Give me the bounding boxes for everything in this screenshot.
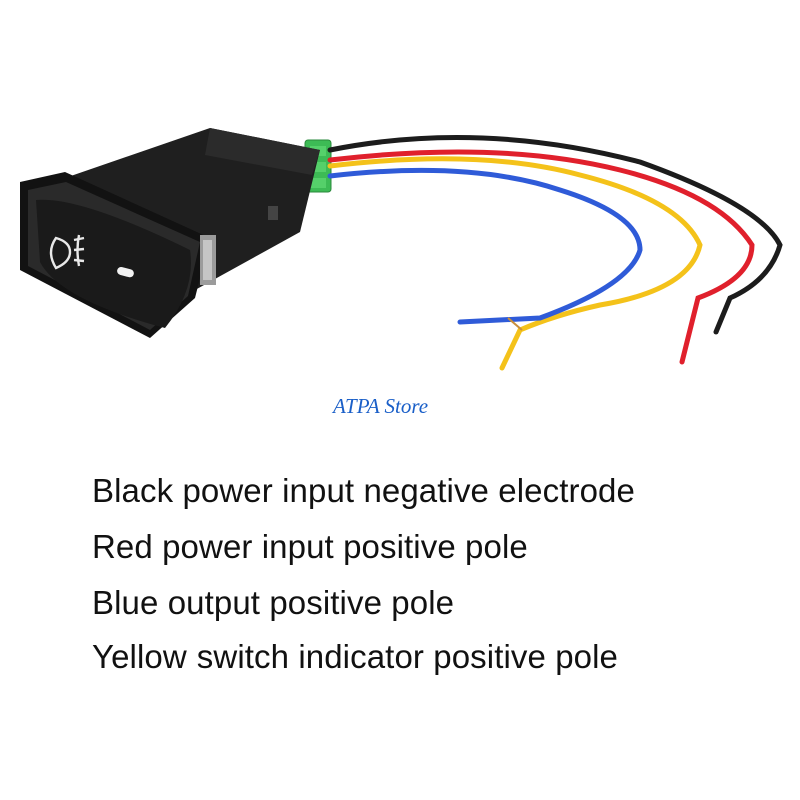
yellow-description-text: switch indicator positive pole (196, 638, 619, 675)
store-watermark: ATPA Store (333, 394, 429, 418)
indicator-light-slot (117, 266, 134, 278)
fog-light-icon (49, 234, 85, 270)
switch-housing (20, 128, 320, 338)
yellow-color-word: Yellow (92, 638, 187, 675)
rocker-switch-product-image (20, 128, 783, 371)
wire-red (327, 149, 755, 365)
wire-yellow (327, 156, 703, 371)
red-wire-description: Red power input positive pole (92, 528, 528, 565)
blue-wire-description: Blue output positive pole (92, 584, 455, 621)
wire-black (327, 135, 783, 335)
wire-blue (327, 167, 643, 325)
black-wire-description: Black power input negative electrode (92, 472, 635, 509)
